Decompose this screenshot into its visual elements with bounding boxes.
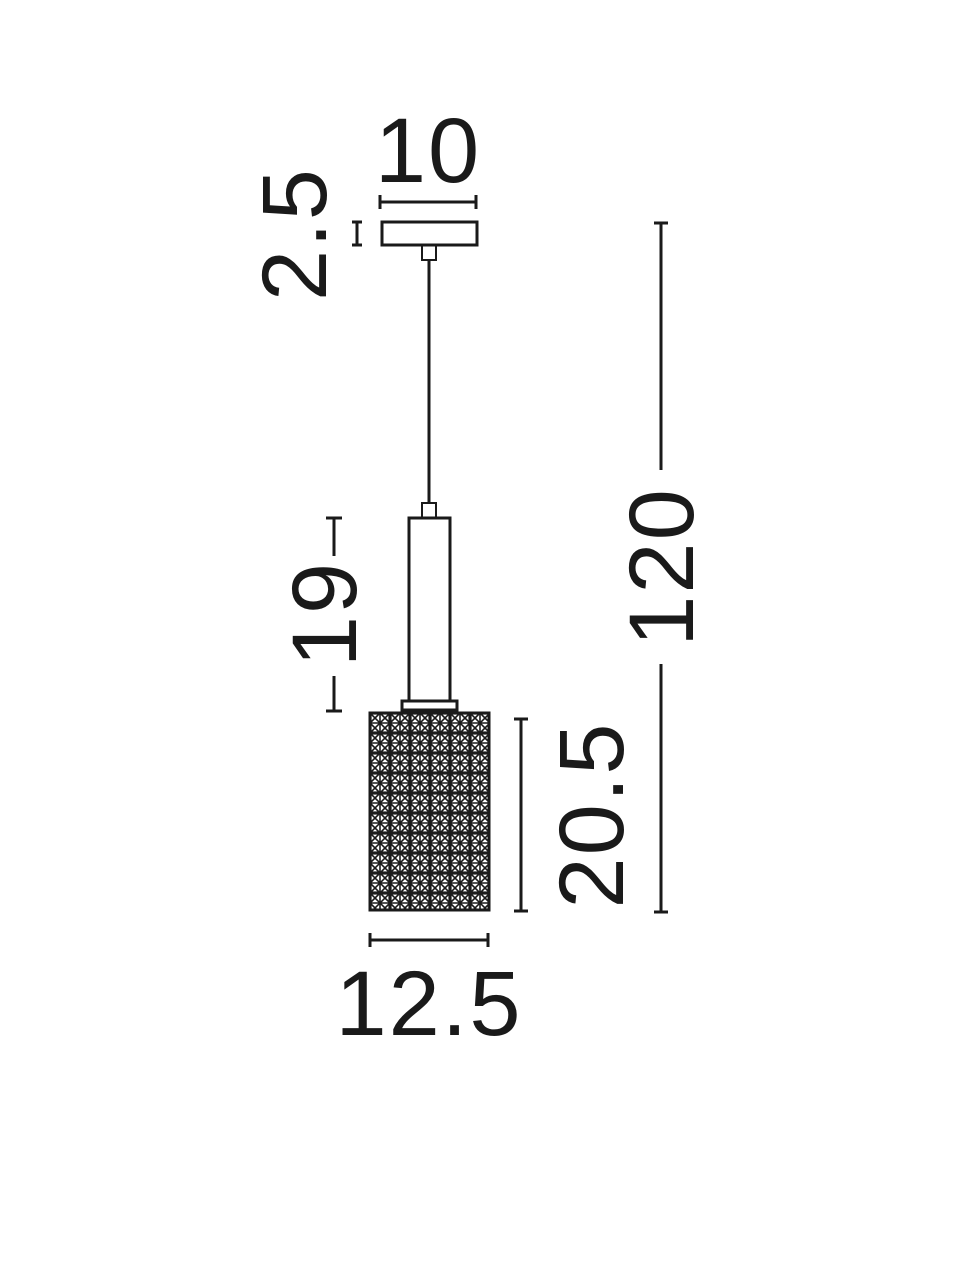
lamp-holder — [407, 516, 452, 703]
shade-height-dimension: 20.5 — [514, 717, 643, 913]
canopy-width-dimension: 10 — [375, 100, 481, 209]
canopy-width-label: 10 — [375, 100, 481, 202]
crystal-shade-outline — [368, 711, 491, 912]
shade-width-label: 12.5 — [335, 953, 522, 1055]
holder-height-dimension: 19 — [274, 516, 376, 713]
shade-height-label: 20.5 — [541, 721, 643, 908]
canopy-height-dimension: 2.5 — [244, 167, 362, 301]
shade-width-dimension: 12.5 — [335, 933, 522, 1055]
total-height-dimension: 120 — [611, 221, 713, 914]
canopy-stem — [421, 244, 437, 261]
holder-cap — [421, 502, 437, 519]
holder-collar — [400, 699, 459, 712]
canopy-height-label: 2.5 — [244, 167, 346, 301]
crystal-shade-pattern — [370, 713, 489, 910]
canopy — [380, 220, 479, 247]
total-height-label: 120 — [611, 487, 713, 647]
holder-height-label: 19 — [274, 561, 376, 667]
